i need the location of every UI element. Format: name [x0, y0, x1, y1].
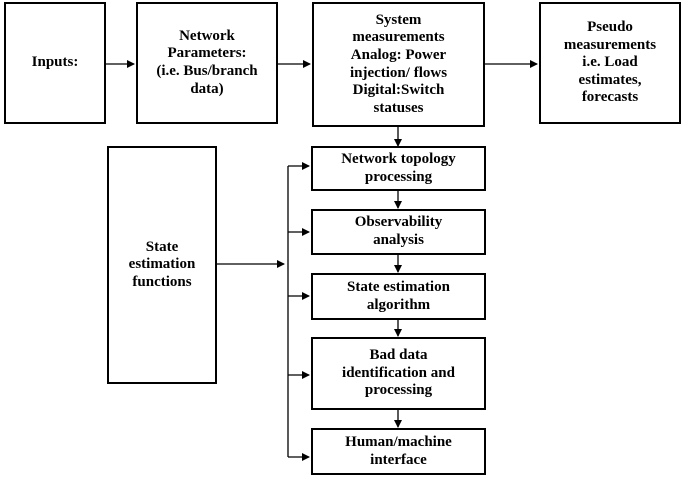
bad-data-line-1: Bad data [369, 347, 428, 364]
inputs-box: Inputs: [4, 2, 106, 124]
inputs-label: Inputs: [31, 54, 79, 71]
interface-line-2: interface [370, 451, 427, 468]
network-parameters-line-3: (i.e. Bus/branch [156, 63, 258, 79]
system-measurements-line-1: System [375, 11, 422, 28]
network-parameters-line-2: Parameters: [167, 45, 247, 62]
pseudo-measurements-line-2: measurements [563, 36, 657, 53]
system-measurements-box: System measurements Analog: Power inject… [312, 2, 485, 127]
functions-line-3: functions [132, 273, 192, 290]
observability-line-2: analysis [373, 232, 424, 248]
bad-data-line-3: processing [364, 382, 433, 399]
system-measurements-line-6: statuses [373, 99, 424, 116]
network-parameters-line-1: Network [179, 27, 235, 44]
network-topology-processing-box: Network topology processing [311, 146, 486, 191]
functions-line-2: estimation [128, 256, 196, 273]
system-measurements-line-2: measurements [352, 29, 445, 46]
pseudo-measurements-box: Pseudo measurements i.e. Load estimates,… [539, 2, 681, 124]
functions-line-1: State [145, 238, 179, 255]
interface-line-1: Human/machine [345, 433, 452, 450]
human-machine-interface-box: Human/machine interface [311, 428, 486, 475]
bad-data-identification-box: Bad data identification and processing [311, 337, 486, 410]
state-estimation-algorithm-box: State estimation algorithm [311, 273, 486, 320]
system-measurements-line-4: injection/ flows [349, 64, 448, 81]
pseudo-measurements-line-1: Pseudo [587, 19, 633, 36]
system-measurements-line-3: Analog: Power [350, 46, 447, 63]
observability-line-1: Observability [354, 214, 443, 231]
system-measurements-line-5: Digital:Switch [352, 82, 445, 99]
topology-line-1: Network topology [341, 150, 456, 167]
bad-data-line-2: identification and [342, 364, 455, 381]
network-parameters-box: Network Parameters: (i.e. Bus/branch dat… [136, 2, 278, 124]
network-parameters-line-4: data) [190, 80, 224, 97]
pseudo-measurements-line-3: i.e. Load [582, 54, 638, 71]
algorithm-line-2: algorithm [366, 296, 431, 313]
observability-analysis-box: Observability analysis [311, 209, 486, 255]
pseudo-measurements-line-4: estimates, [578, 71, 642, 88]
pseudo-measurements-line-5: forecasts [581, 89, 639, 106]
state-estimation-functions-box: State estimation functions [107, 146, 217, 384]
topology-line-2: processing [364, 168, 433, 185]
algorithm-line-1: State estimation [347, 278, 450, 295]
